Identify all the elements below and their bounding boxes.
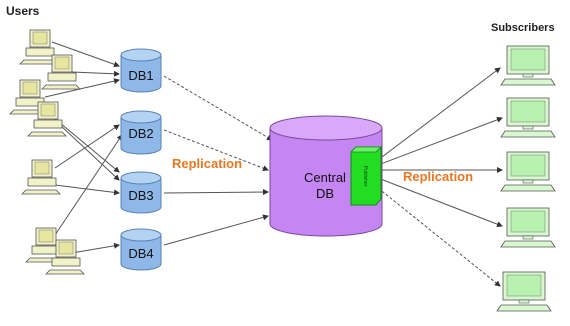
publisher-label: Publisher — [362, 166, 368, 187]
replication-label-right: Replication — [403, 169, 473, 184]
db-cylinder-db3: DB3 — [120, 171, 162, 214]
publisher-to-subscriber-dashed-arrow — [377, 187, 501, 287]
db-cylinder-db1: DB1 — [120, 48, 162, 93]
db-label: DB4 — [128, 246, 153, 261]
user-computer-icon — [41, 54, 81, 90]
user-computer-icon — [25, 227, 65, 263]
user-computer-icon — [45, 239, 85, 275]
db-label: DB3 — [128, 188, 153, 203]
db-label: DB1 — [128, 68, 153, 83]
user-computer-icon — [27, 101, 67, 137]
publisher-box: Publisher — [350, 146, 382, 206]
subscriber-computer-icon — [496, 271, 552, 312]
db-to-central-dashed-arrows — [163, 75, 273, 172]
subscriber-computers — [496, 45, 556, 312]
publisher-to-subscriber-arrows — [377, 67, 503, 227]
db-cylinder-db2: DB2 — [120, 110, 162, 155]
replication-label-left: Replication — [172, 156, 242, 171]
central-db-label-line2: DB — [316, 186, 334, 201]
user-computer-icon — [21, 159, 61, 195]
user-computer-icon — [19, 29, 59, 65]
subscriber-computer-icon — [500, 45, 556, 86]
db-cylinder-db4: DB4 — [120, 228, 162, 271]
db-to-central-solid-arrows — [163, 189, 269, 246]
subscriber-computer-icon — [500, 97, 556, 138]
user-computers — [9, 29, 85, 275]
central-db-label-line1: Central — [304, 170, 346, 185]
subscriber-computer-icon — [500, 207, 556, 248]
subscribers-title: Subscribers — [491, 22, 555, 34]
db-label: DB2 — [128, 126, 153, 141]
subscriber-computer-icon — [500, 151, 556, 192]
users-title: Users — [6, 4, 40, 18]
